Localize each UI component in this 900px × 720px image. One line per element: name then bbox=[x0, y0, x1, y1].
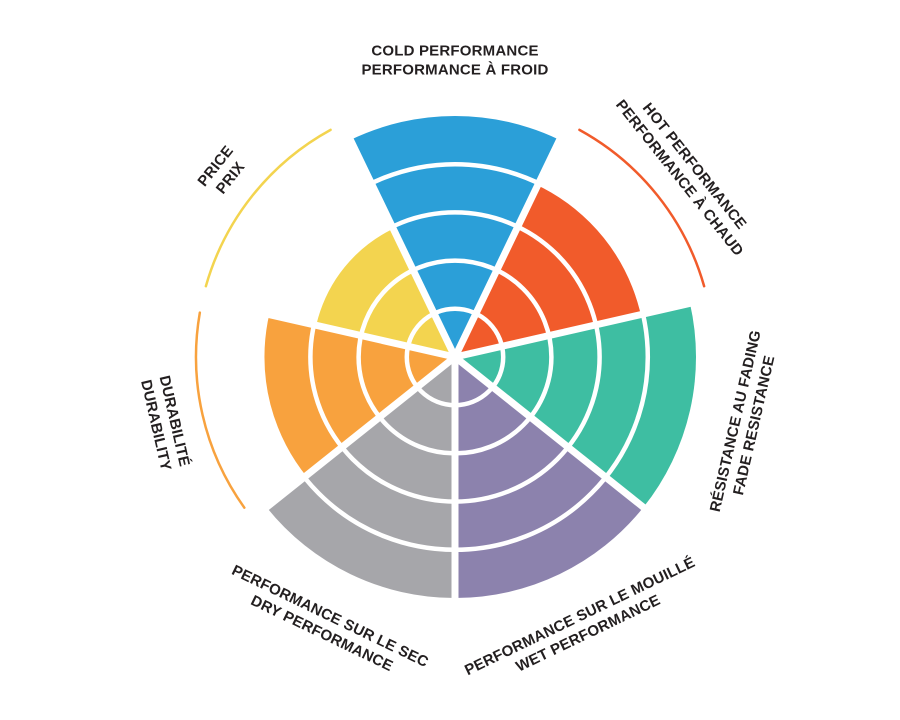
wedge-fade-resistance bbox=[455, 303, 697, 508]
max-level-arc-hot-performance bbox=[578, 128, 706, 288]
category-label-fade-resistance: RÉSISTANCE AU FADINGFADE RESISTANCE bbox=[707, 329, 783, 518]
sector-separator bbox=[262, 354, 458, 512]
wedge-wet-performance bbox=[455, 357, 644, 598]
sector-separator bbox=[345, 135, 459, 359]
category-label-hot-performance: HOT PERFORMANCEPERFORMANCE À CHAUD bbox=[612, 85, 762, 260]
sector-separator bbox=[452, 354, 648, 512]
category-label-price: PRICEPRIX bbox=[195, 143, 252, 202]
max-level-arc-price bbox=[204, 128, 332, 288]
sector-separator bbox=[216, 299, 456, 361]
category-label-durability: DURABILITÉDURABILITY bbox=[137, 374, 193, 473]
wedge-cold-performance bbox=[350, 116, 560, 357]
sector-separator bbox=[451, 135, 565, 359]
max-level-arc-durability bbox=[194, 311, 246, 509]
sector-separator bbox=[454, 299, 694, 361]
wedge-dry-performance bbox=[266, 357, 455, 598]
